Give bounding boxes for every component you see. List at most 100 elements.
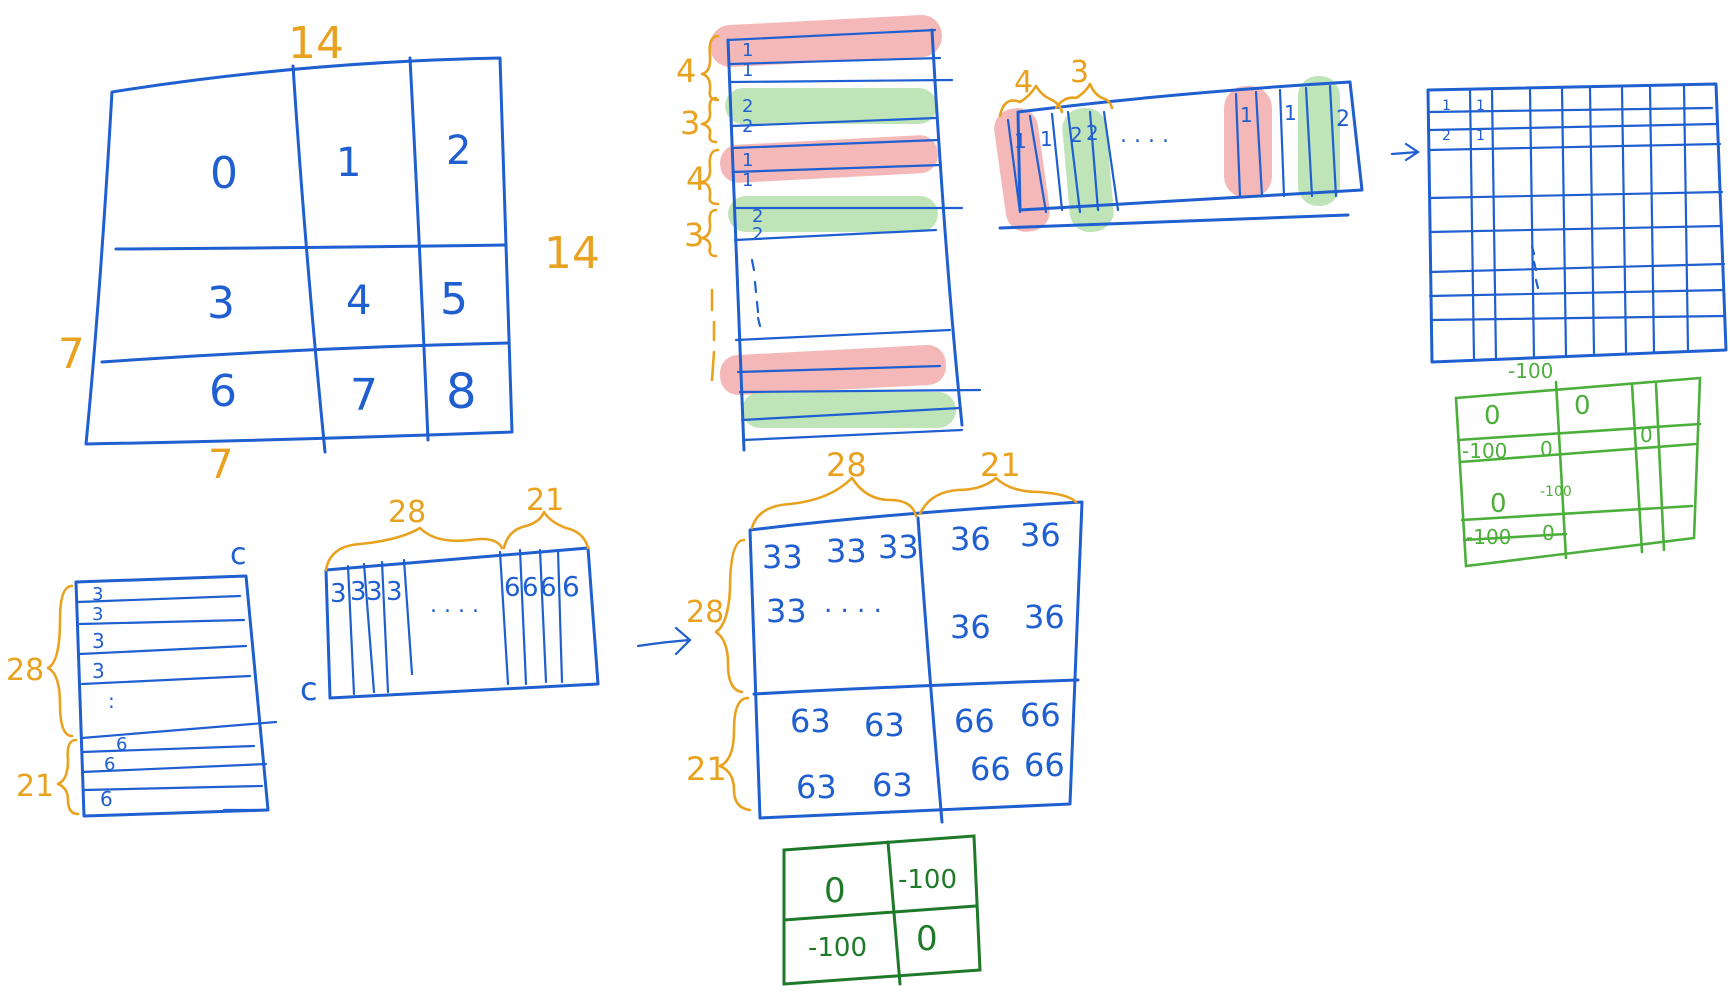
green-mask-hline	[1458, 442, 1698, 464]
stripe-row-label: 2	[752, 206, 763, 227]
row-strip-divider	[1088, 110, 1100, 212]
column-matrix-row: 3	[92, 604, 103, 625]
stripe-line	[728, 56, 942, 66]
column-matrix-row: 6	[100, 787, 113, 811]
green-mask-top-label: -100	[1508, 359, 1553, 383]
stripe-line	[731, 138, 940, 150]
stripe-line	[726, 28, 937, 42]
row-matrix-cell: 3	[386, 577, 403, 607]
stripe-right-edge	[930, 28, 964, 427]
grid-bottom-label: 7	[208, 442, 233, 488]
row-strip-brace	[1054, 82, 1114, 110]
mask-2x2-cell: 0	[916, 919, 938, 959]
dense-grid-vline	[1648, 84, 1656, 354]
row-matrix-cell: 6	[504, 573, 521, 603]
mask-2x2-cell: -100	[808, 933, 867, 963]
block-grid-brace-label: 28	[686, 595, 724, 630]
stripe-brace-dashed	[710, 288, 716, 382]
block-q1-ellipsis: . . . .	[824, 589, 882, 619]
column-matrix-row: 3	[92, 659, 105, 683]
stripe-row-label: 1	[742, 40, 753, 61]
green-mask-cell: 0	[1542, 521, 1555, 545]
row-strip-cell: 1	[1284, 101, 1297, 125]
stripe-line	[741, 428, 964, 442]
dense-grid-vline	[1490, 88, 1498, 362]
column-matrix-row: 6	[116, 734, 127, 755]
column-matrix-hline	[76, 594, 242, 604]
row-strip-divider	[1328, 84, 1338, 198]
grid-right-label: 14	[544, 228, 600, 279]
dense-grid-cell: 1	[1476, 98, 1485, 114]
row-matrix-cell: 6	[562, 570, 580, 603]
block-grid-brace	[750, 476, 918, 530]
row-strip-highlight-red-1	[994, 108, 1050, 232]
grid-3x3-outline	[84, 56, 514, 446]
block-grid-brace-label: 28	[826, 446, 867, 484]
dense-grid-hline	[1428, 288, 1726, 298]
row-strip-cell: 1	[1040, 127, 1053, 151]
green-mask-vline	[1554, 380, 1568, 560]
column-matrix-hline	[80, 744, 256, 754]
row-strip-arrow	[1390, 142, 1420, 162]
dense-grid-hline	[1428, 106, 1714, 114]
grid-left-label: 7	[58, 329, 85, 378]
mask-2x2-cell: 0	[824, 871, 846, 911]
row-matrix-divider	[362, 562, 376, 694]
row-strip-cell: 2	[1086, 121, 1099, 145]
column-matrix-hline	[82, 784, 264, 792]
grid-cell-7: 7	[350, 370, 378, 421]
block-grid-vline	[916, 516, 944, 824]
row-matrix-cell: 6	[540, 573, 557, 603]
green-mask-cell: -100	[1466, 525, 1511, 549]
mask-2x2-outline	[782, 834, 982, 986]
dense-grid-hline	[1428, 190, 1724, 200]
block-q1-cell: 33	[766, 592, 807, 630]
stripe-brace	[700, 34, 720, 102]
row-strip-highlight-green-2	[1298, 76, 1340, 206]
row-strip-divider	[1254, 90, 1264, 198]
green-mask-outline	[1454, 376, 1702, 568]
stripe-highlight-green-1	[725, 88, 937, 124]
grid-3x3-hline-1	[114, 243, 507, 251]
block-q1-cell: 33	[762, 538, 803, 576]
stripe-brace-label: 4	[676, 52, 696, 90]
row-strip-brace-label: 3	[1070, 55, 1089, 90]
row-matrix-divider	[498, 550, 510, 686]
row-strip-highlight-green-1	[1062, 107, 1114, 233]
column-matrix-brace	[46, 584, 74, 738]
column-matrix-top-label: c	[230, 537, 247, 572]
green-mask-hline	[1462, 532, 1568, 542]
block-q2-cell: 36	[950, 520, 991, 558]
dense-grid-vline	[1620, 86, 1628, 354]
dense-grid-hline	[1428, 142, 1722, 152]
stripe-brace	[700, 96, 718, 144]
stripe-highlight-green-2	[728, 196, 938, 232]
row-strip-brace-label: 4	[1014, 65, 1033, 100]
row-strip-cell: 2	[1336, 107, 1350, 132]
row-strip-baseline	[998, 213, 1350, 230]
striped-column: 1 1 2 2 1 1 2 2 4 3 4 3	[676, 14, 982, 452]
grid-cell-1: 1	[336, 140, 361, 186]
column-matrix-hline	[78, 644, 248, 656]
row-matrix-cell: 3	[366, 577, 383, 607]
row-matrix-divider	[380, 560, 390, 694]
row-matrix-divider	[518, 548, 528, 686]
column-matrix-hline	[80, 674, 252, 686]
block-q2-cell: 36	[1024, 598, 1065, 636]
stripe-line	[736, 364, 942, 374]
mask-2x2-cell: -100	[898, 865, 957, 895]
stripe-brace-label: 3	[684, 216, 704, 254]
grid-cell-2: 2	[446, 128, 471, 174]
grid-3x3: 0 1 2 3 4 5 6 7 8 14 14 7 7	[58, 18, 600, 488]
block-grid-brace-label: 21	[980, 446, 1021, 484]
block-grid-brace	[918, 476, 1078, 516]
column-matrix-hline	[80, 762, 268, 774]
column-matrix-hline	[80, 720, 278, 740]
stripe-brace-label: 3	[680, 104, 700, 142]
row-strip-cell: 1	[1240, 103, 1253, 127]
dense-grid-hline	[1428, 122, 1718, 132]
row-strip-outline	[1016, 80, 1364, 212]
block-grid-outline	[748, 500, 1084, 820]
dense-grid-cell: 1	[1476, 128, 1485, 144]
